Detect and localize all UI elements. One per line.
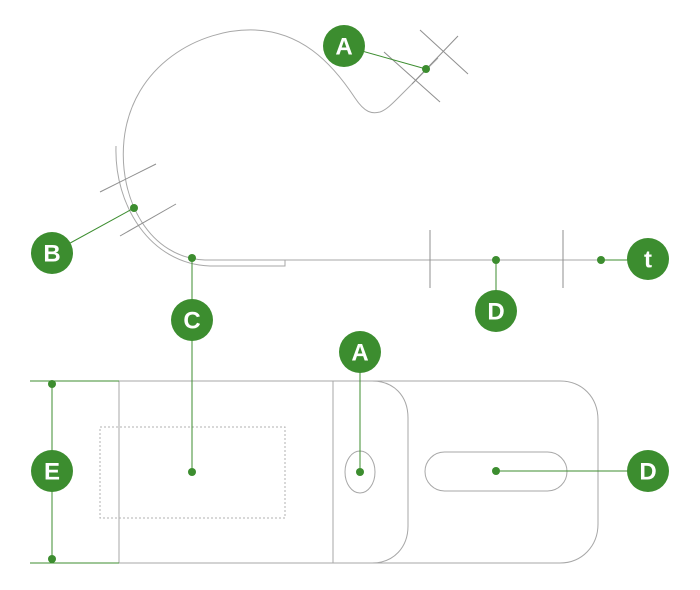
dot-top-c: [188, 254, 196, 262]
hook-inner-outline: [115, 145, 286, 267]
crosshair-a-3: [411, 35, 459, 85]
badge-plan-a: A: [339, 331, 381, 373]
hook-outline: [122, 29, 439, 261]
badge-plan-a-label: A: [351, 340, 368, 367]
plan-view: [30, 340, 648, 564]
plan-outline: [30, 380, 599, 564]
badge-top-t-label: t: [644, 247, 652, 274]
dot-plan-d: [492, 467, 500, 475]
crosshair-b-1: [99, 163, 157, 193]
badge-top-a-label: A: [335, 34, 352, 61]
badge-plan-d: D: [627, 450, 669, 492]
badge-top-d: D: [475, 290, 517, 332]
dot-top-b: [130, 204, 138, 212]
side-profile-view: [51, 29, 648, 320]
plan-segment-edge: [371, 380, 409, 564]
badge-top-b: B: [31, 232, 73, 274]
badge-plan-d-label: D: [639, 459, 656, 486]
dot-e-bottom: [48, 555, 56, 563]
badge-top-c: C: [171, 299, 213, 341]
crosshair-a-1: [419, 29, 469, 75]
badge-top-d-label: D: [487, 299, 504, 326]
dot-plan-c: [188, 468, 196, 476]
crosshair-b-2: [119, 203, 177, 237]
dot-top-a: [422, 65, 430, 73]
badge-top-c-label: C: [183, 308, 200, 335]
dot-plan-a: [356, 468, 364, 476]
dot-e-top: [48, 380, 56, 388]
badge-plan-e-label: E: [44, 459, 60, 486]
dot-top-t: [597, 256, 605, 264]
badge-top-b-label: B: [43, 241, 60, 268]
badge-plan-e: E: [31, 450, 73, 492]
dot-top-d: [492, 256, 500, 264]
badge-top-a: A: [323, 25, 365, 67]
badge-top-t: t: [627, 238, 669, 280]
